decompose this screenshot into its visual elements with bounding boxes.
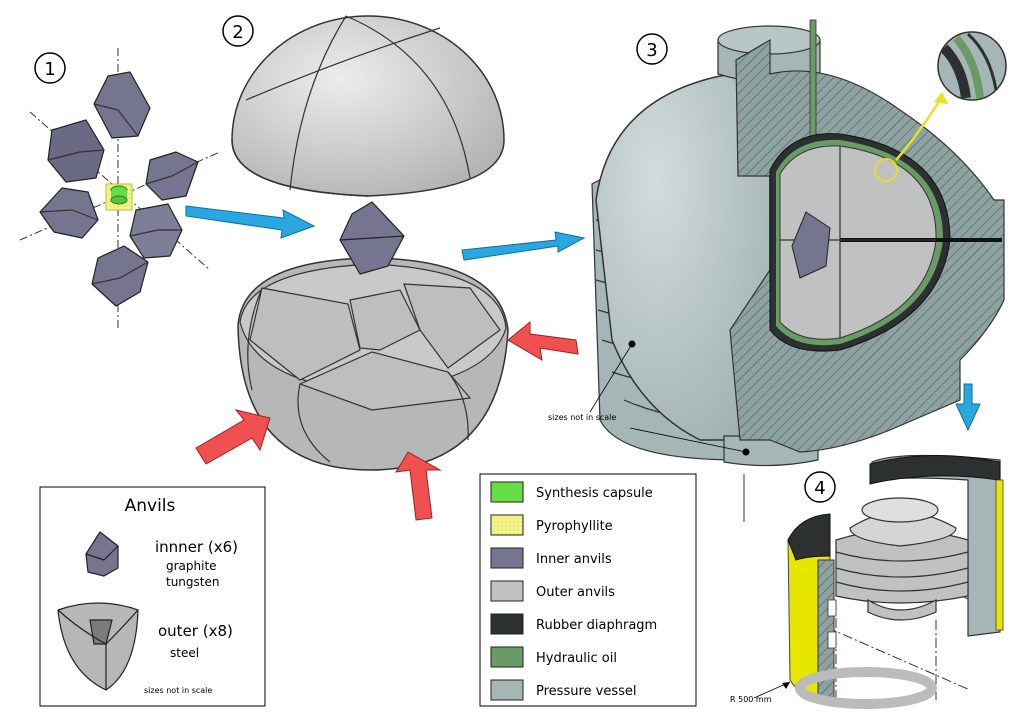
arrow-1-to-2 <box>185 205 316 239</box>
inner-material-2: tungsten <box>166 575 219 589</box>
legend-item: Pressure vessel <box>490 679 637 701</box>
outer-anvil-lower-half <box>237 257 509 471</box>
outer-anvil-label: outer (x8) <box>158 622 233 640</box>
legend-item: Synthesis capsule <box>490 481 653 503</box>
legend-label: Pressure vessel <box>536 684 637 699</box>
scale-note: sizes not in scale <box>548 340 750 522</box>
legend-swatch <box>490 547 524 569</box>
inner-anvil-sample <box>85 531 119 577</box>
force-arrow-left <box>195 409 271 465</box>
legend-label: Inner anvils <box>536 552 612 567</box>
outer-anvil-dome <box>231 15 505 197</box>
outer-material: steel <box>170 646 199 660</box>
arrow-2-to-3 <box>461 231 586 261</box>
outer-anvil-sample <box>57 602 139 691</box>
legend-swatch <box>490 646 524 668</box>
legend-swatch <box>490 613 524 635</box>
inner-anvil-left <box>39 187 99 239</box>
inner-anvil-label: innner (x6) <box>155 538 238 556</box>
svg-text:4: 4 <box>814 478 825 499</box>
svg-text:1: 1 <box>44 59 55 80</box>
step-3-label: 3 <box>636 33 668 65</box>
force-arrows <box>195 320 579 521</box>
anvils-title: Anvils <box>125 496 176 516</box>
legend-item: Pyrophyllite <box>490 514 613 536</box>
inner-anvil-top <box>93 71 151 139</box>
vessel-cylinder: R 500 mm <box>730 454 1005 709</box>
arrow-3-to-4 <box>955 383 981 432</box>
svg-text:2: 2 <box>232 22 243 43</box>
legend-swatch <box>490 514 524 536</box>
anvils-panel: Anvils innner (x6) graphite tungsten out… <box>39 486 266 707</box>
step-4-label: 4 <box>804 471 836 503</box>
anvils-note: sizes not in scale <box>144 686 212 695</box>
legend-label: Synthesis capsule <box>536 486 653 501</box>
legend-label: Rubber diaphragm <box>536 618 657 633</box>
pressure-vessel <box>591 19 1007 467</box>
force-arrow-right <box>507 320 579 361</box>
process-arrows <box>185 205 981 432</box>
radius-label: R 500 mm <box>730 695 772 704</box>
legend-item: Rubber diaphragm <box>490 613 657 635</box>
legend-swatch <box>490 481 524 503</box>
svg-text:3: 3 <box>646 40 657 61</box>
legend-label: Hydraulic oil <box>536 651 617 666</box>
inner-anvil-bottom <box>91 245 149 307</box>
legend-item: Outer anvils <box>490 580 615 602</box>
inner-anvil-center <box>339 201 405 275</box>
inner-anvil-assembly <box>19 48 221 330</box>
legend-swatch <box>490 679 524 701</box>
force-arrow-bottom <box>395 451 442 521</box>
inner-material-1: graphite <box>166 559 217 573</box>
legend-label: Outer anvils <box>536 585 615 600</box>
step-2-label: 2 <box>222 15 254 47</box>
step-1-label: 1 <box>34 52 66 84</box>
legend-item: Hydraulic oil <box>490 646 617 668</box>
legend-label: Pyrophyllite <box>536 519 613 534</box>
detail-magnifier <box>937 31 1007 101</box>
legend-swatch <box>490 580 524 602</box>
legend-item: Inner anvils <box>490 547 612 569</box>
scale-note-text: sizes not in scale <box>548 413 616 422</box>
